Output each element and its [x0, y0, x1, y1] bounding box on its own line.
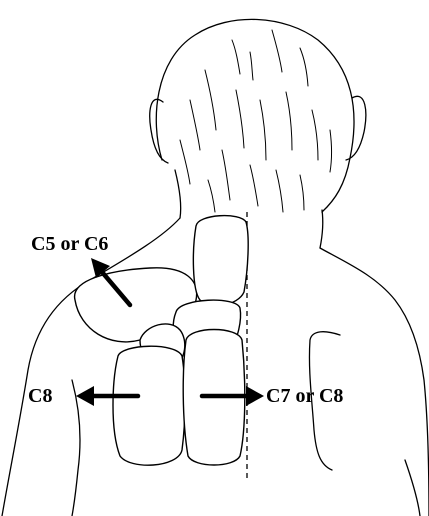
left-arm-inner [72, 380, 80, 516]
label-c7-or-c8: C7 or C8 [266, 386, 343, 406]
right-arm-inner [405, 460, 420, 516]
label-c8: C8 [28, 386, 52, 406]
region-lower-left [113, 346, 185, 465]
hair-strands [180, 30, 332, 212]
right-shoulder-outline [320, 248, 429, 516]
label-c5-or-c6: C5 or C6 [31, 234, 108, 254]
right-ear [346, 96, 366, 160]
neck-right [320, 210, 323, 248]
head-outline [156, 19, 354, 212]
neck-left [175, 170, 181, 218]
region-upper-neck [193, 216, 248, 306]
left-ear [150, 99, 168, 163]
